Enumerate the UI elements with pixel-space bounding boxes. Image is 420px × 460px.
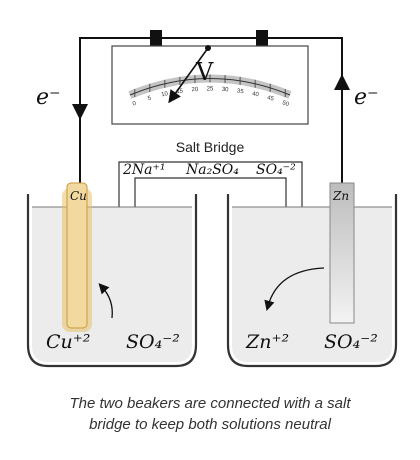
voltmeter-tick-label: 30 bbox=[222, 87, 230, 93]
zinc-electrode bbox=[329, 182, 355, 324]
copper-electrode-label: Cu bbox=[70, 189, 87, 203]
electron-label-left: e⁻ bbox=[36, 85, 61, 110]
right-cation-label: Zn⁺² bbox=[245, 331, 289, 353]
voltmeter-pivot bbox=[205, 45, 211, 51]
electron-label-right: e⁻ bbox=[354, 85, 379, 110]
left-anion-label: SO₄⁻² bbox=[126, 331, 180, 353]
voltmeter-tick-label: 45 bbox=[266, 95, 275, 103]
zinc-electrode-label: Zn bbox=[332, 189, 349, 203]
zinc-ion-arrow bbox=[264, 267, 325, 312]
wire-connector-right bbox=[256, 30, 268, 46]
salt-bridge-title: Salt Bridge bbox=[176, 139, 245, 155]
voltmeter-body bbox=[111, 45, 309, 125]
voltmeter-tick-label: 0 bbox=[132, 101, 138, 108]
voltmeter-tick-label: 35 bbox=[237, 88, 245, 95]
left-cation-label: Cu⁺² bbox=[46, 331, 90, 353]
caption-line-2: bridge to keep both solutions neutral bbox=[89, 416, 331, 433]
right-beaker-glass bbox=[226, 194, 398, 368]
voltmeter-label: V bbox=[195, 58, 214, 86]
caption-line-1: The two beakers are connected with a sal… bbox=[69, 395, 351, 412]
voltmeter-needle bbox=[168, 47, 209, 104]
voltmeter-tick-label: 5 bbox=[147, 95, 152, 102]
figure-caption: The two beakers are connected with a sal… bbox=[0, 393, 420, 435]
voltmeter-tick-label: 20 bbox=[191, 87, 199, 93]
bridge-species-sodium: 2Na⁺¹ bbox=[122, 162, 166, 178]
voltmeter-tick-label: 25 bbox=[207, 87, 214, 93]
copper-electrode bbox=[66, 182, 88, 329]
right-anion-label: SO₄⁻² bbox=[324, 331, 378, 353]
bridge-species-salt: Na₂SO₄ bbox=[185, 162, 239, 178]
copper-ion-arrow bbox=[98, 283, 113, 319]
bridge-species-sulfate: SO₄⁻² bbox=[256, 162, 296, 178]
voltmeter-tick-label: 10 bbox=[161, 91, 169, 98]
voltmeter-tick-label: 40 bbox=[251, 91, 259, 98]
left-beaker-glass bbox=[26, 194, 198, 368]
voltmeter-tick-label: 50 bbox=[281, 100, 290, 108]
wire-connector-left bbox=[150, 30, 162, 46]
